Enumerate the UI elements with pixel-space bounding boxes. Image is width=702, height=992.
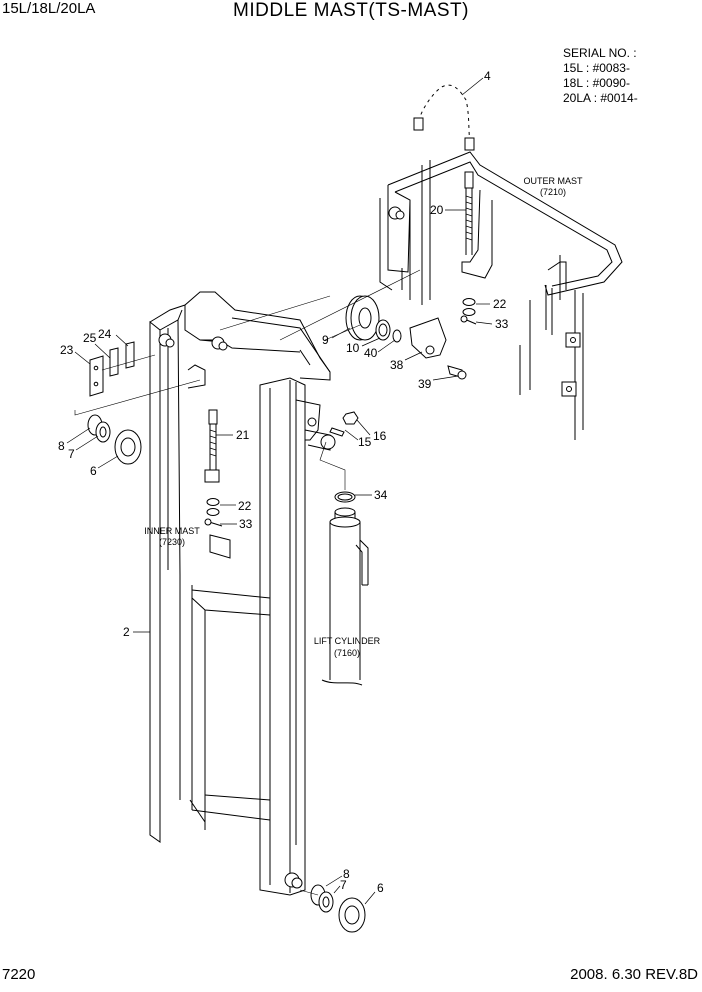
pin-and-nut [329,411,359,437]
callout-33-lower: 33 [239,517,253,531]
date-revision: 2008. 6.30 REV.8D [570,966,698,983]
serial-line-20la: 20LA : #0014- [563,91,638,105]
callout-39: 39 [418,377,432,391]
callout-10: 10 [346,341,360,355]
callout-16: 16 [373,429,387,443]
chain-anchor-inner [204,409,223,527]
chain [413,83,475,151]
nut-washer-upper [460,298,477,325]
inner-mast [149,291,331,843]
callout-38: 38 [390,358,404,372]
serial-label: SERIAL NO. : [563,46,637,60]
sheave-assembly [345,295,467,380]
callout-9: 9 [322,333,329,347]
serial-line-18l: 18L : #0090- [563,76,630,90]
inner-mast-right-channel [259,377,336,896]
bracket-plates [89,341,135,397]
roller-set-left [87,414,142,465]
callout-15: 15 [358,435,372,449]
note-lift-cylinder-no: (7160) [334,648,360,658]
note-outer-mast-no: (7210) [540,187,566,197]
note-outer-mast: OUTER MAST [523,176,583,186]
roller-set-bottom [310,884,366,933]
note-inner-mast-no: (7230) [159,537,185,547]
model-label: 15L/18L/20LA [2,0,96,17]
callout-40: 40 [364,346,378,360]
page-title: MIDDLE MAST(TS-MAST) [233,0,469,21]
callout-24: 24 [98,327,112,341]
callout-4: 4 [484,69,491,83]
callout-25: 25 [83,331,97,345]
callout-23: 23 [60,343,74,357]
outer-mast [379,151,623,440]
callout-6-bottom: 6 [377,881,384,895]
note-lift-cylinder: LIFT CYLINDER [314,636,381,646]
serial-line-15l: 15L : #0083- [563,61,630,75]
callout-7-left: 7 [68,447,75,461]
component-notes: OUTER MAST (7210) INNER MAST (7230) LIFT… [144,176,583,658]
serial-info: SERIAL NO. : 15L : #0083- 18L : #0090- 2… [563,46,638,106]
callout-22-lower: 22 [238,499,252,513]
callout-6-left: 6 [90,464,97,478]
callout-numbers: 4 20 22 33 9 10 40 38 39 25 24 23 8 7 6 … [58,69,509,895]
callout-33-upper: 33 [495,317,509,331]
callout-34: 34 [374,488,388,502]
chain-anchor-bolt [464,171,474,255]
page-number: 7220 [2,966,36,983]
callout-21: 21 [236,428,250,442]
leader-lines [66,77,493,905]
callout-22-upper: 22 [493,297,507,311]
callout-20: 20 [430,203,444,217]
callout-2: 2 [123,625,130,639]
note-inner-mast: INNER MAST [144,526,200,536]
callout-8-left: 8 [58,439,65,453]
callout-7-bottom: 7 [340,878,347,892]
lift-cylinder [321,491,369,686]
callout-8-bottom: 8 [343,867,350,881]
